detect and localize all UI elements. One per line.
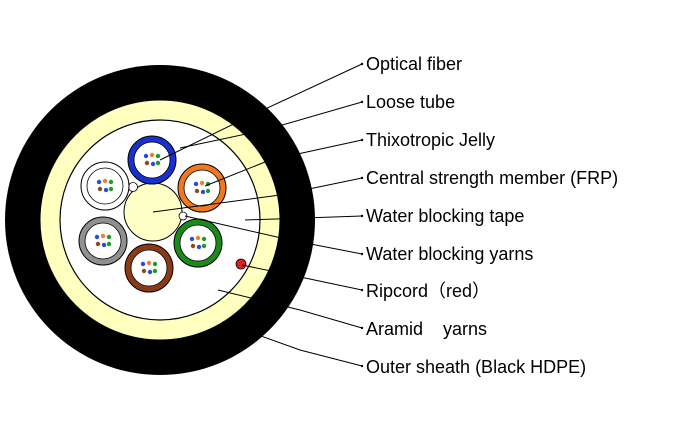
label-anchor bbox=[360, 214, 364, 218]
thixotropic-jelly bbox=[179, 224, 217, 262]
optical-fiber bbox=[106, 241, 112, 247]
optical-fiber bbox=[140, 261, 146, 267]
leader-line-aramid-yarns bbox=[217, 289, 363, 329]
optical-fiber bbox=[194, 188, 200, 194]
optical-fiber bbox=[193, 181, 199, 187]
leader-line-outer-sheath bbox=[221, 321, 363, 367]
optical-fiber bbox=[190, 243, 196, 249]
thixotropic-jelly bbox=[86, 167, 124, 205]
thixotropic-jelly bbox=[133, 141, 171, 179]
optical-fiber bbox=[94, 234, 100, 240]
optical-fiber bbox=[195, 235, 201, 241]
optical-fiber bbox=[155, 160, 161, 166]
label-anchor bbox=[360, 252, 364, 256]
optical-fiber bbox=[201, 236, 207, 242]
optical-fiber bbox=[108, 179, 114, 185]
label-central-strength-member: Central strength member (FRP) bbox=[366, 168, 619, 188]
leader-line-ripcord bbox=[241, 264, 363, 291]
label-water-blocking-tape: Water blocking tape bbox=[366, 206, 525, 226]
leader-line-central-strength-member bbox=[152, 177, 363, 213]
optical-fiber bbox=[149, 152, 155, 158]
thixotropic-jelly bbox=[130, 249, 168, 287]
label-ripcord: Ripcord（red） bbox=[366, 281, 491, 301]
label-anchor bbox=[360, 100, 364, 104]
water-blocking-yarn bbox=[128, 182, 138, 192]
label-outer-sheath: Outer sheath (Black HDPE) bbox=[366, 357, 587, 377]
optical-fiber bbox=[103, 187, 109, 193]
optical-fiber bbox=[100, 233, 106, 239]
label-anchor bbox=[360, 62, 364, 66]
label-thixotropic-jelly: Thixotropic Jelly bbox=[366, 130, 496, 150]
optical-fiber bbox=[152, 261, 158, 267]
leader-line-water-blocking-yarns bbox=[184, 215, 363, 255]
optical-fiber bbox=[102, 178, 108, 184]
optical-fiber bbox=[97, 186, 103, 192]
optical-fiber bbox=[199, 180, 205, 186]
optical-fiber bbox=[96, 179, 102, 185]
label-anchor bbox=[360, 138, 364, 142]
optical-fiber bbox=[146, 260, 152, 266]
leader-line-water-blocking-tape bbox=[244, 215, 363, 221]
optical-fiber bbox=[155, 153, 161, 159]
optical-fiber bbox=[196, 244, 202, 250]
optical-fiber bbox=[205, 188, 211, 194]
label-loose-tube: Loose tube bbox=[366, 92, 456, 112]
optical-fiber bbox=[144, 160, 150, 166]
optical-fiber bbox=[189, 236, 195, 242]
optical-fiber bbox=[150, 161, 156, 167]
leader-line-thixotropic-jelly bbox=[204, 139, 363, 187]
optical-fiber bbox=[101, 242, 107, 248]
thixotropic-jelly bbox=[183, 169, 221, 207]
optical-fiber bbox=[147, 269, 153, 275]
label-water-blocking-yarns: Water blocking yarns bbox=[366, 244, 534, 264]
optical-fiber bbox=[95, 241, 101, 247]
label-anchor bbox=[360, 364, 364, 368]
optical-fiber bbox=[152, 268, 158, 274]
label-anchor bbox=[360, 176, 364, 180]
thixotropic-jelly bbox=[84, 222, 122, 260]
leader-line-loose-tube bbox=[179, 101, 363, 149]
optical-fiber bbox=[201, 243, 207, 249]
optical-fiber bbox=[141, 268, 147, 274]
label-aramid-yarns: Aramid yarns bbox=[366, 319, 488, 339]
label-anchor bbox=[360, 288, 364, 292]
ripcord bbox=[235, 258, 247, 270]
optical-fiber bbox=[143, 153, 149, 159]
optical-fiber bbox=[108, 186, 114, 192]
label-optical-fiber: Optical fiber bbox=[366, 54, 463, 74]
optical-fiber bbox=[106, 234, 112, 240]
label-anchor bbox=[360, 326, 364, 330]
optical-fiber bbox=[200, 189, 206, 195]
